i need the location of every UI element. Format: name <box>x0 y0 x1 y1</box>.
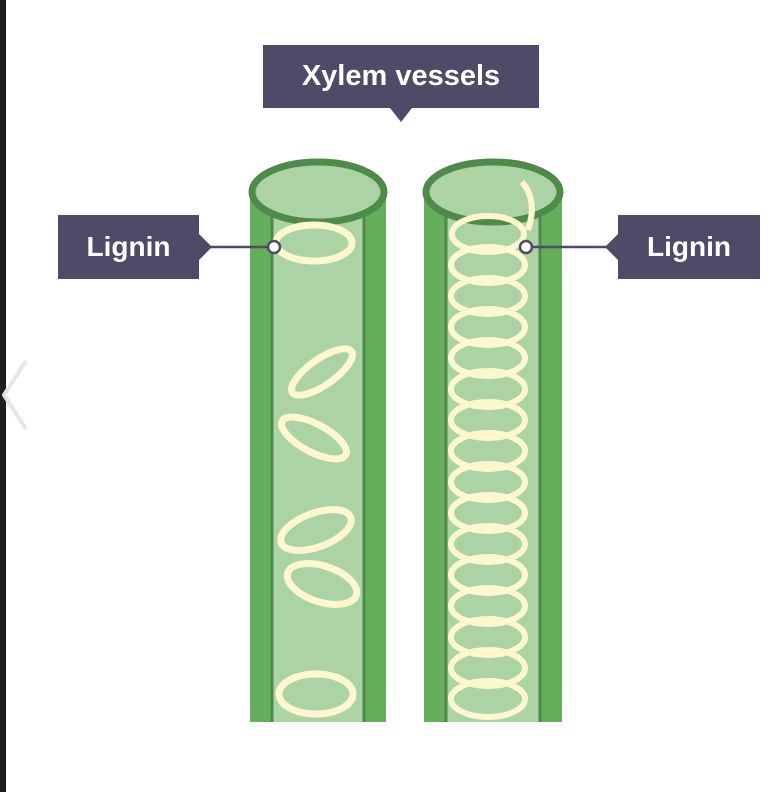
xylem-vessel-right <box>422 158 564 722</box>
title-pointer <box>390 108 412 122</box>
xylem-vessels-label: Xylem vessels <box>263 45 539 108</box>
lignin-left-pointer <box>199 234 282 260</box>
lignin-spiral-right <box>448 180 535 720</box>
lignin-right-pointer <box>518 234 618 260</box>
lignin-label-left: Lignin <box>58 215 199 279</box>
lignin-label-right: Lignin <box>618 215 760 279</box>
chevron-left-icon[interactable] <box>0 355 30 435</box>
